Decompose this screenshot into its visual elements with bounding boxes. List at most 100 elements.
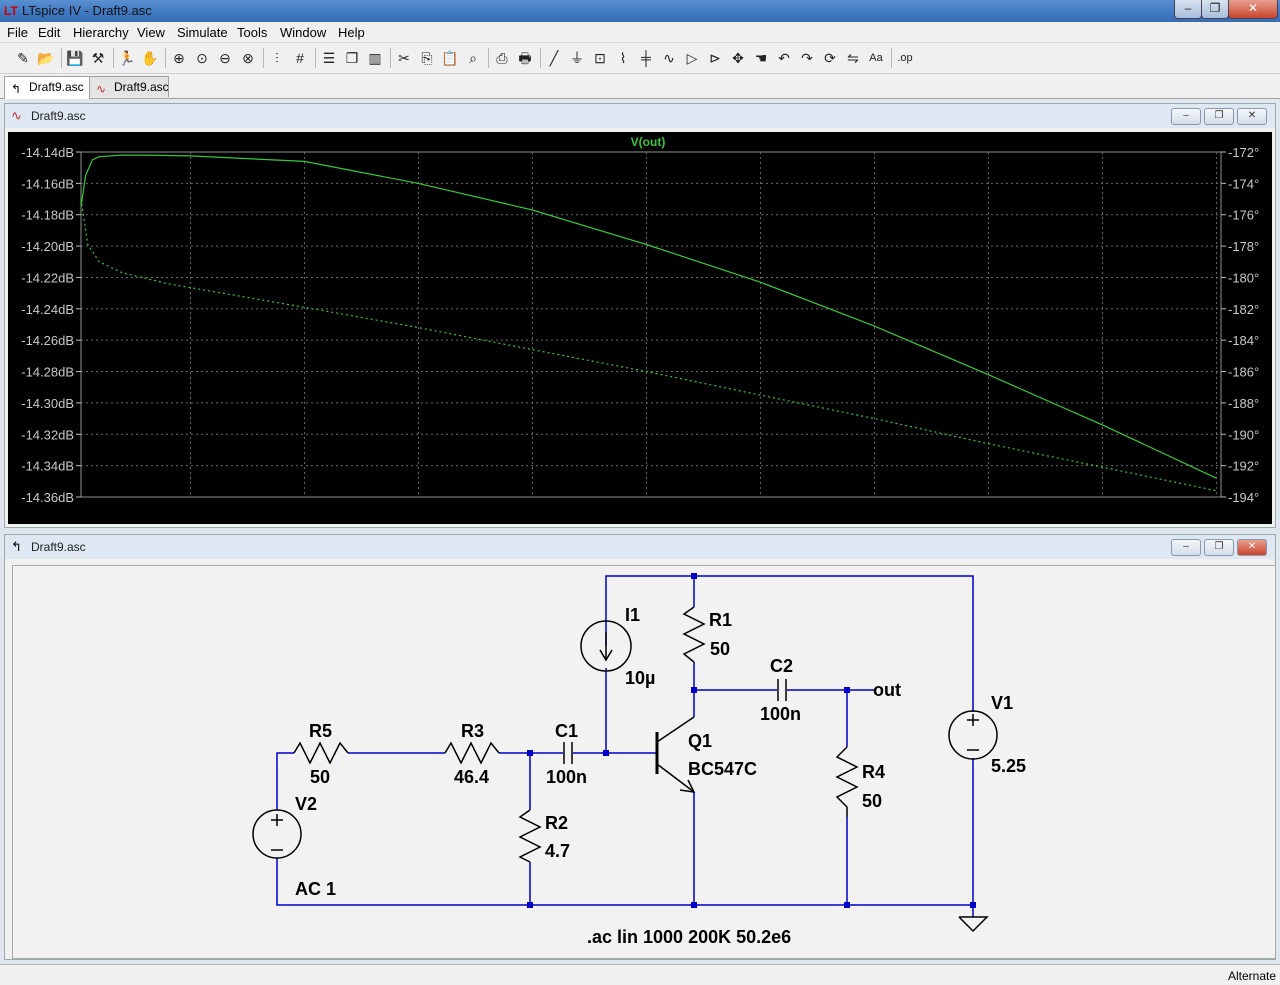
menu-tools[interactable]: Tools bbox=[237, 25, 268, 40]
print-setup-icon[interactable]: ⎙ bbox=[496, 50, 508, 66]
value-r3[interactable]: 46.4 bbox=[454, 767, 489, 787]
voltage-source-v2 bbox=[252, 809, 302, 859]
print-icon[interactable]: 🖶 bbox=[518, 50, 532, 66]
menu-hierarchy[interactable]: Hierarchy bbox=[73, 25, 129, 40]
value-r1[interactable]: 50 bbox=[710, 639, 730, 659]
trace-phase[interactable] bbox=[80, 198, 1217, 492]
diode-icon[interactable]: ▷ bbox=[686, 50, 698, 66]
schematic-icon: ↰ bbox=[11, 539, 22, 554]
label-c1[interactable]: C1 bbox=[555, 721, 578, 741]
zoom-out-icon[interactable]: ⊖ bbox=[219, 50, 231, 66]
components[interactable] bbox=[252, 606, 998, 933]
capacitor-icon[interactable]: ╪ bbox=[641, 50, 651, 66]
net-label-out[interactable]: out bbox=[873, 680, 901, 700]
label-i1[interactable]: I1 bbox=[625, 605, 640, 625]
plot-window-titlebar: ∿ Draft9.asc – ❐ ✕ bbox=[5, 104, 1275, 128]
grid-icon[interactable]: # bbox=[296, 50, 304, 66]
autorange-icon[interactable]: ⫶ bbox=[275, 50, 279, 66]
plot-close-button[interactable]: ✕ bbox=[1237, 108, 1267, 125]
label-v2[interactable]: V2 bbox=[295, 794, 317, 814]
menu-window[interactable]: Window bbox=[280, 25, 327, 40]
y-tick-label-phase: -176° bbox=[1228, 208, 1259, 223]
y-tick-label-db: -14.18dB bbox=[21, 208, 74, 223]
x-tick-label: 25MHz bbox=[626, 506, 667, 521]
run-icon[interactable]: 🏃 bbox=[118, 50, 136, 66]
inductor-icon[interactable]: ∿ bbox=[663, 50, 675, 66]
value-v1[interactable]: 5.25 bbox=[991, 756, 1026, 776]
resistor-icon[interactable]: ⌇ bbox=[619, 50, 627, 66]
schem-close-button[interactable]: ✕ bbox=[1237, 539, 1267, 556]
copy-icon[interactable]: ⎘ bbox=[421, 50, 433, 66]
menu-help[interactable]: Help bbox=[338, 25, 365, 40]
label-q1[interactable]: Q1 bbox=[688, 731, 712, 751]
schem-restore-button[interactable]: ❐ bbox=[1204, 539, 1234, 556]
value-r5[interactable]: 50 bbox=[310, 767, 330, 787]
menu-edit[interactable]: Edit bbox=[38, 25, 61, 40]
find-icon[interactable]: ⌕ bbox=[469, 50, 477, 66]
open-icon[interactable]: 📂 bbox=[37, 50, 55, 66]
save-icon[interactable]: 💾 bbox=[66, 50, 84, 66]
menu-view[interactable]: View bbox=[137, 25, 165, 40]
trace-title[interactable]: V(out) bbox=[631, 135, 666, 149]
tab-schematic[interactable]: ↰ Draft9.asc bbox=[4, 76, 90, 99]
trace-magnitude[interactable] bbox=[80, 154, 1217, 479]
cut-icon[interactable]: ✂ bbox=[398, 50, 410, 66]
schem-minimize-button[interactable]: – bbox=[1171, 539, 1201, 556]
label-r3[interactable]: R3 bbox=[461, 721, 484, 741]
schematic-canvas[interactable]: R5 50 R3 46.4 C1 100n I1 10µ R1 50 C2 10… bbox=[12, 565, 1276, 959]
value-c2[interactable]: 100n bbox=[760, 704, 801, 724]
drag-icon[interactable]: ☚ bbox=[754, 50, 768, 66]
ground-icon[interactable]: ⏚ bbox=[570, 50, 584, 66]
value-q1[interactable]: BC547C bbox=[688, 759, 757, 779]
value-r4[interactable]: 50 bbox=[862, 791, 882, 811]
label-r1[interactable]: R1 bbox=[709, 610, 732, 630]
wire-icon[interactable]: ╱ bbox=[549, 50, 559, 66]
mirror-icon[interactable]: ⇋ bbox=[847, 50, 859, 66]
label-r4[interactable]: R4 bbox=[862, 762, 885, 782]
menu-bar: File Edit Hierarchy View Simulate Tools … bbox=[0, 22, 1280, 43]
move-icon[interactable]: ✥ bbox=[732, 50, 744, 66]
redo-icon[interactable]: ↷ bbox=[801, 50, 813, 66]
spice-directive-icon[interactable]: .op bbox=[897, 52, 913, 64]
new-schematic-icon[interactable]: ✎ bbox=[17, 50, 29, 66]
y-tick-label-db: -14.20dB bbox=[21, 239, 74, 254]
value-v2[interactable]: AC 1 bbox=[295, 879, 336, 899]
label-v1[interactable]: V1 bbox=[991, 693, 1013, 713]
rotate-icon[interactable]: ⟳ bbox=[824, 50, 836, 66]
menu-simulate[interactable]: Simulate bbox=[177, 25, 228, 40]
label-r2[interactable]: R2 bbox=[545, 813, 568, 833]
text-icon[interactable]: Aa bbox=[869, 52, 883, 64]
minimize-button[interactable]: – bbox=[1174, 0, 1202, 19]
value-r2[interactable]: 4.7 bbox=[545, 841, 570, 861]
plot-background bbox=[8, 132, 1272, 524]
zoom-pan-icon[interactable]: ⊙ bbox=[196, 50, 208, 66]
cascade-icon[interactable]: ❐ bbox=[345, 50, 359, 66]
control-panel-icon[interactable]: ⚒ bbox=[91, 50, 105, 66]
label-r5[interactable]: R5 bbox=[309, 721, 332, 741]
app-title: LTspice IV - Draft9.asc bbox=[22, 3, 152, 18]
paste-icon[interactable]: 📋 bbox=[441, 50, 459, 66]
plot-minimize-button[interactable]: – bbox=[1171, 108, 1201, 125]
zoom-in-icon[interactable]: ⊕ bbox=[173, 50, 185, 66]
close-button[interactable]: ✕ bbox=[1228, 0, 1278, 19]
spice-directive[interactable]: .ac lin 1000 200K 50.2e6 bbox=[587, 927, 791, 947]
value-c1[interactable]: 100n bbox=[546, 767, 587, 787]
halt-icon[interactable]: ✋ bbox=[141, 50, 159, 66]
tab-waveform[interactable]: ∿ Draft9.asc bbox=[89, 76, 169, 97]
label-icon[interactable]: ⊡ bbox=[594, 50, 606, 66]
toolbar: ✎ 📂 💾 ⚒ 🏃 ✋ ⊕ ⊙ ⊖ ⊗ ⫶ # ☰ ❐ ▥ ✂ ⎘ 📋 ⌕ ⎙ 🖶 ╱ ⏚ ⊡ ⌇ ╪ ∿ ▷ ⊳ ✥ ☚ ↶ ↷ ⟳ ⇋ Aa .op bbox=[0, 43, 1280, 74]
zoom-cancel-icon[interactable]: ⊗ bbox=[242, 50, 254, 66]
resistor-r4 bbox=[835, 746, 859, 817]
maximize-button[interactable]: ❐ bbox=[1201, 0, 1229, 19]
component-icon[interactable]: ⊳ bbox=[709, 50, 721, 66]
menu-file[interactable]: File bbox=[7, 25, 28, 40]
label-c2[interactable]: C2 bbox=[770, 656, 793, 676]
undo-icon[interactable]: ↶ bbox=[778, 50, 790, 66]
wires[interactable] bbox=[276, 575, 974, 917]
value-i1[interactable]: 10µ bbox=[625, 668, 655, 688]
tile-horizontal-icon[interactable]: ☰ bbox=[322, 50, 336, 66]
tile-vertical-icon[interactable]: ▥ bbox=[368, 50, 382, 66]
plot-restore-button[interactable]: ❐ bbox=[1204, 108, 1234, 125]
y-tick-label-db: -14.14dB bbox=[21, 145, 74, 160]
